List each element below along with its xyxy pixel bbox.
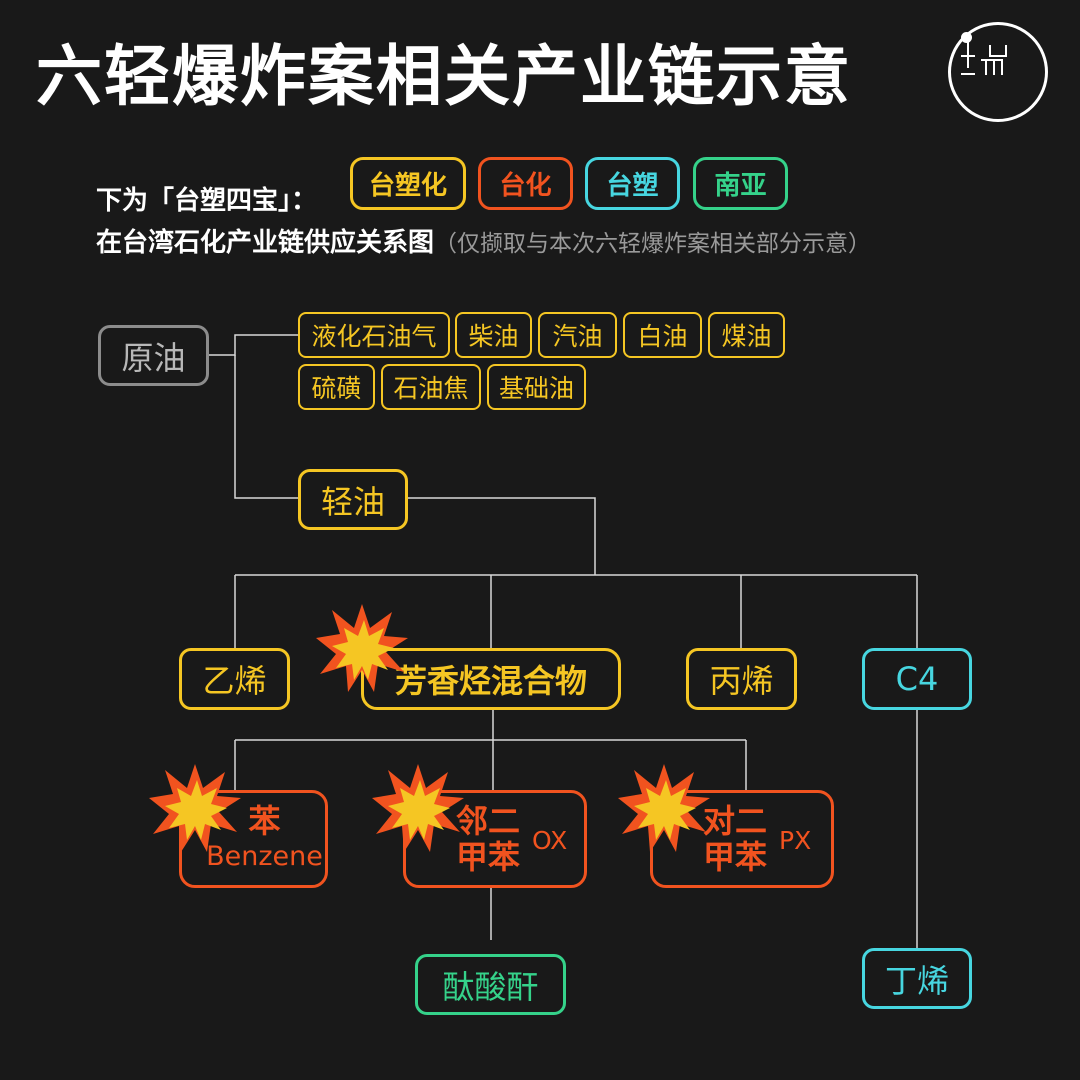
explosion-icon (316, 604, 408, 692)
node-naphtha: 轻油 (298, 469, 408, 530)
product-sulfur: 硫磺 (298, 364, 375, 410)
legend-formosa-petrochemical: 台塑化 (350, 157, 466, 210)
node-crude-oil: 原油 (98, 325, 209, 386)
legend-formosa-plastics: 台塑 (585, 157, 680, 210)
brand-logo (948, 22, 1048, 122)
benzene-cn-label: 苯 (248, 802, 281, 840)
intro-line-1: 下为「台塑四宝」： (96, 186, 318, 216)
product-gasoline: 汽油 (538, 312, 617, 358)
product-base-oil: 基础油 (487, 364, 586, 410)
product-lpg: 液化石油气 (298, 312, 450, 358)
node-c4: C4 (862, 648, 972, 710)
ortho-xylene-line1: 邻二 (456, 802, 521, 840)
node-ethylene: 乙烯 (179, 648, 290, 710)
node-butadiene: 丁烯 (862, 948, 972, 1009)
product-petroleum-coke: 石油焦 (381, 364, 481, 410)
intro-note: （仅撷取与本次六轻爆炸案相关部分示意） (434, 231, 872, 257)
explosion-icon (618, 764, 710, 852)
product-white-oil: 白油 (623, 312, 702, 358)
ortho-xylene-abbr: OX (532, 826, 568, 855)
ortho-xylene-line2: 甲苯 (456, 838, 521, 876)
benzene-en-label: Benzene (206, 841, 323, 872)
intro-line-2-text: 在台湾石化产业链供应关系图 (96, 228, 435, 258)
node-aromatics: 芳香烃混合物 (361, 648, 621, 710)
product-kerosene: 煤油 (708, 312, 785, 358)
intro-line-2: 在台湾石化产业链供应关系图（仅撷取与本次六轻爆炸案相关部分示意） (96, 222, 871, 259)
explosion-icon (372, 764, 464, 852)
para-xylene-abbr: PX (779, 826, 812, 855)
legend-nan-ya-plastics: 南亚 (693, 157, 788, 210)
page-title: 六轻爆炸案相关产业链示意 (36, 38, 852, 115)
para-xylene-line1: 对二 (703, 802, 768, 840)
node-propylene: 丙烯 (686, 648, 797, 710)
node-phthalic-anhydride: 酞酸酐 (415, 954, 566, 1015)
para-xylene-line2: 甲苯 (703, 838, 768, 876)
product-diesel: 柴油 (455, 312, 532, 358)
explosion-icon (149, 764, 241, 852)
legend-formosa-chemicals: 台化 (478, 157, 573, 210)
